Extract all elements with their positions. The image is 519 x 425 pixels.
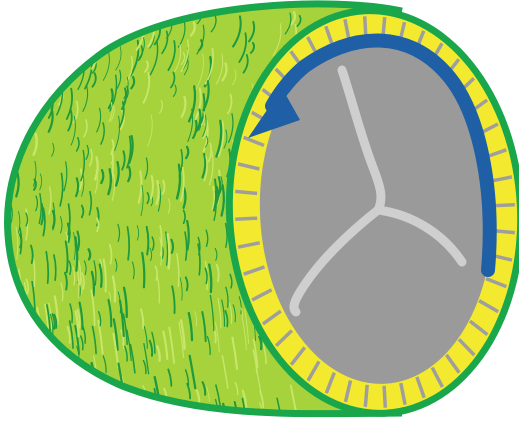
ring-tick [365,385,367,407]
fiber-stroke [37,16,41,31]
fiber-stroke [32,29,37,50]
fiber-stroke [89,408,92,422]
fiber-stroke [186,414,192,425]
fiber-stroke [103,381,106,396]
fiber-stroke [20,14,28,44]
fiber-stroke [56,31,64,64]
fiber-stroke [15,100,20,134]
fiber-stroke [63,355,68,383]
fiber-stroke [89,399,94,421]
fiber-stroke [97,37,100,49]
fiber-stroke [29,100,32,114]
fiber-stroke [71,13,78,40]
fiber-stroke [53,366,56,379]
fiber-stroke [136,16,140,27]
fiber-stroke [31,336,33,351]
fiber-stroke [42,68,48,97]
fiber-stroke [158,410,161,420]
fiber-stroke [43,58,50,90]
fiber-stroke [22,378,29,414]
ring-tick [235,191,257,193]
fiber-stroke [140,411,143,425]
fiber-stroke [52,404,55,416]
fiber-stroke [57,374,61,397]
fiber-stroke [24,318,26,336]
fiber-stroke [24,321,27,344]
fiber-stroke [17,61,23,89]
fiber-stroke [9,138,12,156]
fiber-stroke [110,385,112,397]
fiber-stroke [139,397,142,412]
fiber-stroke [12,317,16,352]
fiber-stroke [16,120,19,142]
fiber-stroke [51,70,55,90]
fiber-stroke [137,406,145,425]
fiber-stroke [166,404,169,416]
fiber-stroke [56,70,59,84]
fiber-stroke [101,21,107,43]
fiber-stroke [13,78,17,98]
fiber-stroke [32,67,36,87]
fiber-stroke [27,34,35,67]
fiber-stroke [53,379,56,393]
fiber-stroke [53,71,57,90]
fiber-stroke [87,10,93,32]
fiber-stroke [162,404,166,421]
fiber-stroke [31,38,35,53]
fiber-stroke [17,88,22,120]
fiber-stroke [37,394,41,410]
ring-tick [384,386,385,408]
fiber-stroke [93,378,98,403]
fiber-stroke [112,397,119,425]
fiber-stroke [29,410,32,420]
ring-tick [493,205,515,206]
fiber-stroke [13,340,17,366]
fiber-stroke [52,48,58,73]
fiber-stroke [13,24,21,60]
fiber-stroke [61,362,65,382]
fiber-stroke [54,30,62,64]
fiber-stroke [42,87,46,105]
fiber-stroke [65,368,70,393]
fiber-stroke [14,313,17,335]
fiber-stroke [106,386,110,406]
fiber-stroke [36,63,42,91]
fiber-stroke [30,59,36,89]
fiber-stroke [64,393,69,416]
fiber-stroke [41,403,48,425]
fiber-stroke [158,414,162,425]
fiber-stroke [103,29,107,41]
fiber-stroke [82,50,85,62]
fiber-stroke [52,10,59,36]
fiber-stroke [105,382,108,396]
fiber-stroke [48,76,51,89]
fiber-stroke [35,64,38,74]
fiber-stroke [97,394,103,420]
fiber-stroke [114,411,121,425]
ring-tick [235,218,257,219]
fiber-stroke [11,63,15,82]
fiber-stroke [37,61,42,84]
fiber-stroke [95,395,101,425]
fiber-stroke [11,22,19,56]
fiber-stroke [16,413,19,424]
fiber-stroke [39,16,47,47]
